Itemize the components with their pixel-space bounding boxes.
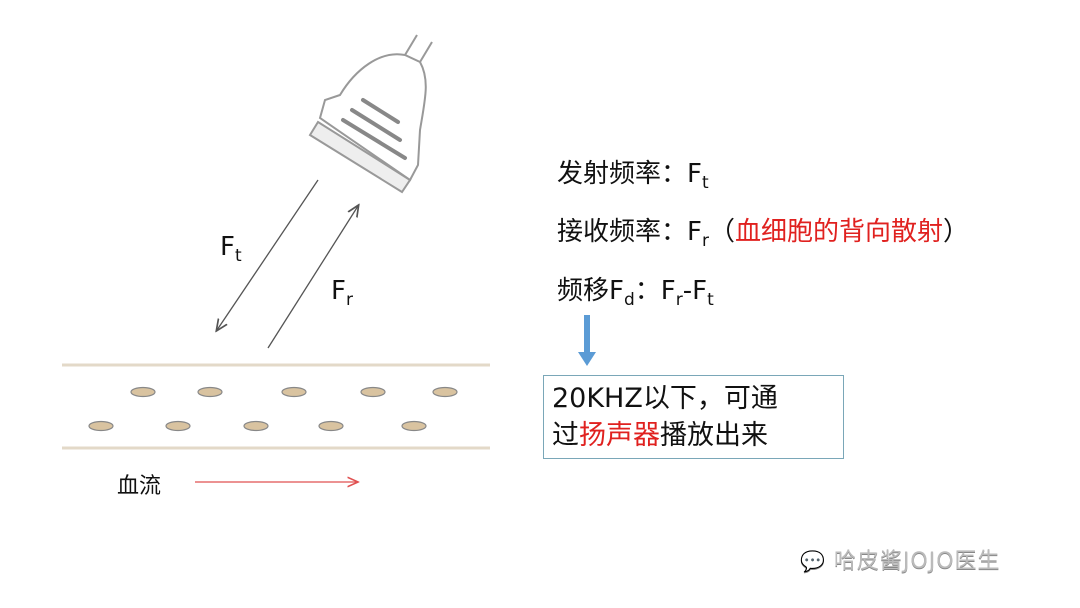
blood-cell	[432, 386, 458, 398]
blood-cell	[281, 386, 307, 398]
blood-flow-label: 血流	[117, 474, 162, 499]
frequency-shift-text: 频移Fd：Fr-Ft	[557, 276, 714, 310]
blood-cell	[318, 420, 344, 432]
blood-cells	[88, 386, 458, 432]
receive-arrow	[267, 206, 358, 349]
ft-label: Ft	[220, 232, 242, 266]
blood-cell	[401, 420, 427, 432]
wechat-icon: 💬	[800, 549, 826, 573]
blood-cell	[88, 420, 114, 432]
ultrasound-probe	[308, 34, 433, 194]
note-line-2: 过扬声器播放出来	[552, 420, 768, 451]
transmit-arrow	[217, 179, 319, 330]
receive-frequency-text: 接收频率：Fr（血细胞的背向散射）	[557, 217, 970, 251]
down-arrow-head	[578, 352, 596, 366]
blood-cell	[130, 386, 156, 398]
transmit-frequency-text: 发射频率：Ft	[557, 159, 709, 193]
blood-cell	[360, 386, 386, 398]
blood-cell	[197, 386, 223, 398]
audible-note-box: 20KHZ以下，可通 过扬声器播放出来	[543, 375, 844, 459]
note-line-1: 20KHZ以下，可通	[552, 383, 778, 414]
blood-cell	[243, 420, 269, 432]
blood-cell	[165, 420, 191, 432]
watermark: 💬 哈皮酱JOJO医生	[800, 549, 1001, 574]
down-arrow-shaft	[584, 315, 590, 353]
fr-label: Fr	[331, 276, 353, 310]
